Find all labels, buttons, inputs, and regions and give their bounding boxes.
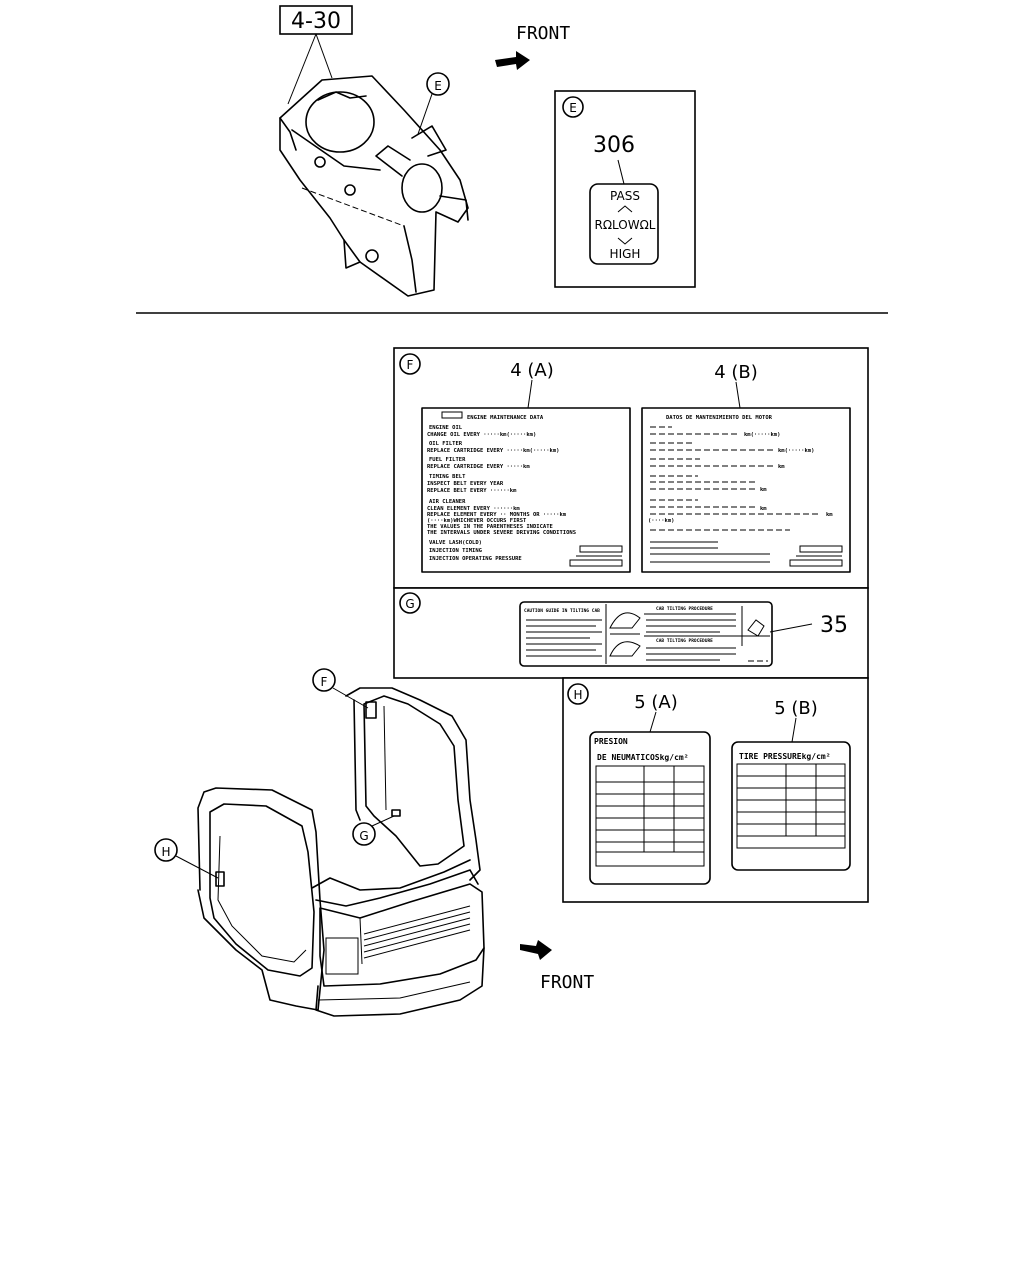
label-4b-unit: km <box>778 464 785 470</box>
detail-box-g: G CAUTION GUIDE IN TILTING CAB CAB TILTI… <box>393 587 869 679</box>
label-35-cab-tilting: CAUTION GUIDE IN TILTING CAB CAB TILTING… <box>519 601 773 667</box>
switch-label-306 <box>589 183 659 265</box>
label-4a-line: CLEAN ELEMENT EVERY ······km <box>427 506 520 512</box>
label-4b-unit: km <box>826 512 833 518</box>
label-4a-line: REPLACE BELT EVERY ······km <box>427 488 517 494</box>
leader-line <box>315 33 333 79</box>
detail-e-letter: E <box>569 101 577 115</box>
leader-line <box>287 33 317 105</box>
label-f-location <box>365 701 377 719</box>
label-4b-unit: (····km) <box>648 518 675 524</box>
front-indicator-top: FRONT <box>495 23 570 70</box>
label-4b-spanish-maintenance: DATOS DE MANTENIMIENTO DEL MOTOR km(····… <box>641 407 851 573</box>
label-4a-line: INJECTION OPERATING PRESSURE <box>429 556 522 562</box>
label-4a-line: AIR CLEANER <box>429 499 466 505</box>
label-35-right-title-1: CAB TILTING PROCEDURE <box>656 606 713 612</box>
label-35-right-title-2: CAB TILTING PROCEDURE <box>656 638 713 644</box>
front-indicator-bottom: FRONT <box>520 940 594 993</box>
label-4a-line: REPLACE ELEMENT EVERY ·· MONTHS OR ·····… <box>427 512 567 518</box>
part-number-4b: 4 (B) <box>714 362 758 383</box>
callout-g-cab: G <box>352 809 401 846</box>
label-4a-line: REPLACE CARTRIDGE EVERY ·····km(·····km) <box>427 448 559 454</box>
label-h-location <box>215 871 225 887</box>
label-4a-line: THE VALUES IN THE PARENTHESES INDICATE <box>427 524 553 530</box>
part-number-35: 35 <box>820 613 848 638</box>
label-5a-title-1: PRESION <box>594 737 628 746</box>
callout-h-letter: H <box>161 845 170 859</box>
detail-box-e: E 306 PASS RΩLOWΩL HIGH <box>554 90 696 288</box>
label-4a-line: VALVE LASH(COLD) <box>429 540 482 546</box>
label-5a-title-2: DE NEUMATICOSkg/cm² <box>597 753 689 762</box>
label-4a-line: CHANGE OIL EVERY ·····km(·····km) <box>427 432 536 438</box>
callout-h-cab: H <box>154 838 219 879</box>
callout-f-cab: F <box>312 668 369 709</box>
callout-e-drawing: E <box>417 72 450 135</box>
label-4a-line: TIMING BELT <box>429 474 466 480</box>
front-label-bottom: FRONT <box>540 972 594 993</box>
label-4a-line: ENGINE OIL <box>429 425 463 431</box>
part-number-4a: 4 (A) <box>510 360 554 381</box>
reference-label: 4-30 <box>291 9 341 34</box>
label-4a-line: OIL FILTER <box>429 441 463 447</box>
part-number-5a: 5 (A) <box>634 692 678 713</box>
label-4a-line: REPLACE CARTRIDGE EVERY ·····km <box>427 464 530 470</box>
label-4a-line: INSPECT BELT EVERY YEAR <box>427 481 504 487</box>
label-4a-line: (····km)WHICHEVER OCCURS FIRST <box>427 518 527 524</box>
label-4a-line: FUEL FILTER <box>429 457 466 463</box>
detail-box-f: F 4 (A) 4 (B) ENGINE MAINTENANCE DATA EN… <box>393 347 869 589</box>
callout-g-letter: G <box>359 829 368 843</box>
label-4a-engine-maintenance: ENGINE MAINTENANCE DATA ENGINE OIL CHANG… <box>421 407 631 573</box>
detail-f-letter: F <box>407 358 414 372</box>
cab-drawing <box>197 687 485 1017</box>
part-number-306: 306 <box>593 133 635 158</box>
callout-f-letter: F <box>321 675 328 689</box>
front-label-top: FRONT <box>516 23 570 44</box>
reference-4-30: 4-30 <box>279 5 353 105</box>
callout-e-letter: E <box>434 79 442 93</box>
label-4b-unit: km <box>760 487 767 493</box>
label-5a-tire-pressure-spanish: PRESION DE NEUMATICOSkg/cm² <box>589 731 711 885</box>
label-4b-unit: km <box>760 506 767 512</box>
label-4b-unit: km(·····km) <box>744 432 780 438</box>
switch-label-low: RΩLOWΩL <box>595 218 656 232</box>
front-arrow-icon <box>495 51 530 70</box>
label-4b-unit: km(·····km) <box>778 448 814 454</box>
part-number-5b: 5 (B) <box>774 698 818 719</box>
label-5b-tire-pressure: TIRE PRESSUREkg/cm² <box>731 741 851 871</box>
label-4b-title: DATOS DE MANTENIMIENTO DEL MOTOR <box>666 415 773 421</box>
label-4a-line: THE INTERVALS UNDER SEVERE DRIVING CONDI… <box>427 530 576 536</box>
label-5b-title: TIRE PRESSUREkg/cm² <box>739 752 831 761</box>
label-4a-line: INJECTION TIMING <box>429 548 483 554</box>
label-35-left-title: CAUTION GUIDE IN TILTING CAB <box>524 608 600 614</box>
detail-g-letter: G <box>405 597 414 611</box>
front-arrow-icon <box>520 940 552 960</box>
detail-h-letter: H <box>573 688 582 702</box>
switch-label-pass: PASS <box>610 189 640 203</box>
detail-box-h: H 5 (A) 5 (B) PRESION DE NEUMATICOSkg/cm… <box>562 677 869 903</box>
combination-switch-drawing <box>279 75 469 297</box>
label-4a-title: ENGINE MAINTENANCE DATA <box>467 415 544 421</box>
switch-label-high: HIGH <box>610 247 641 261</box>
